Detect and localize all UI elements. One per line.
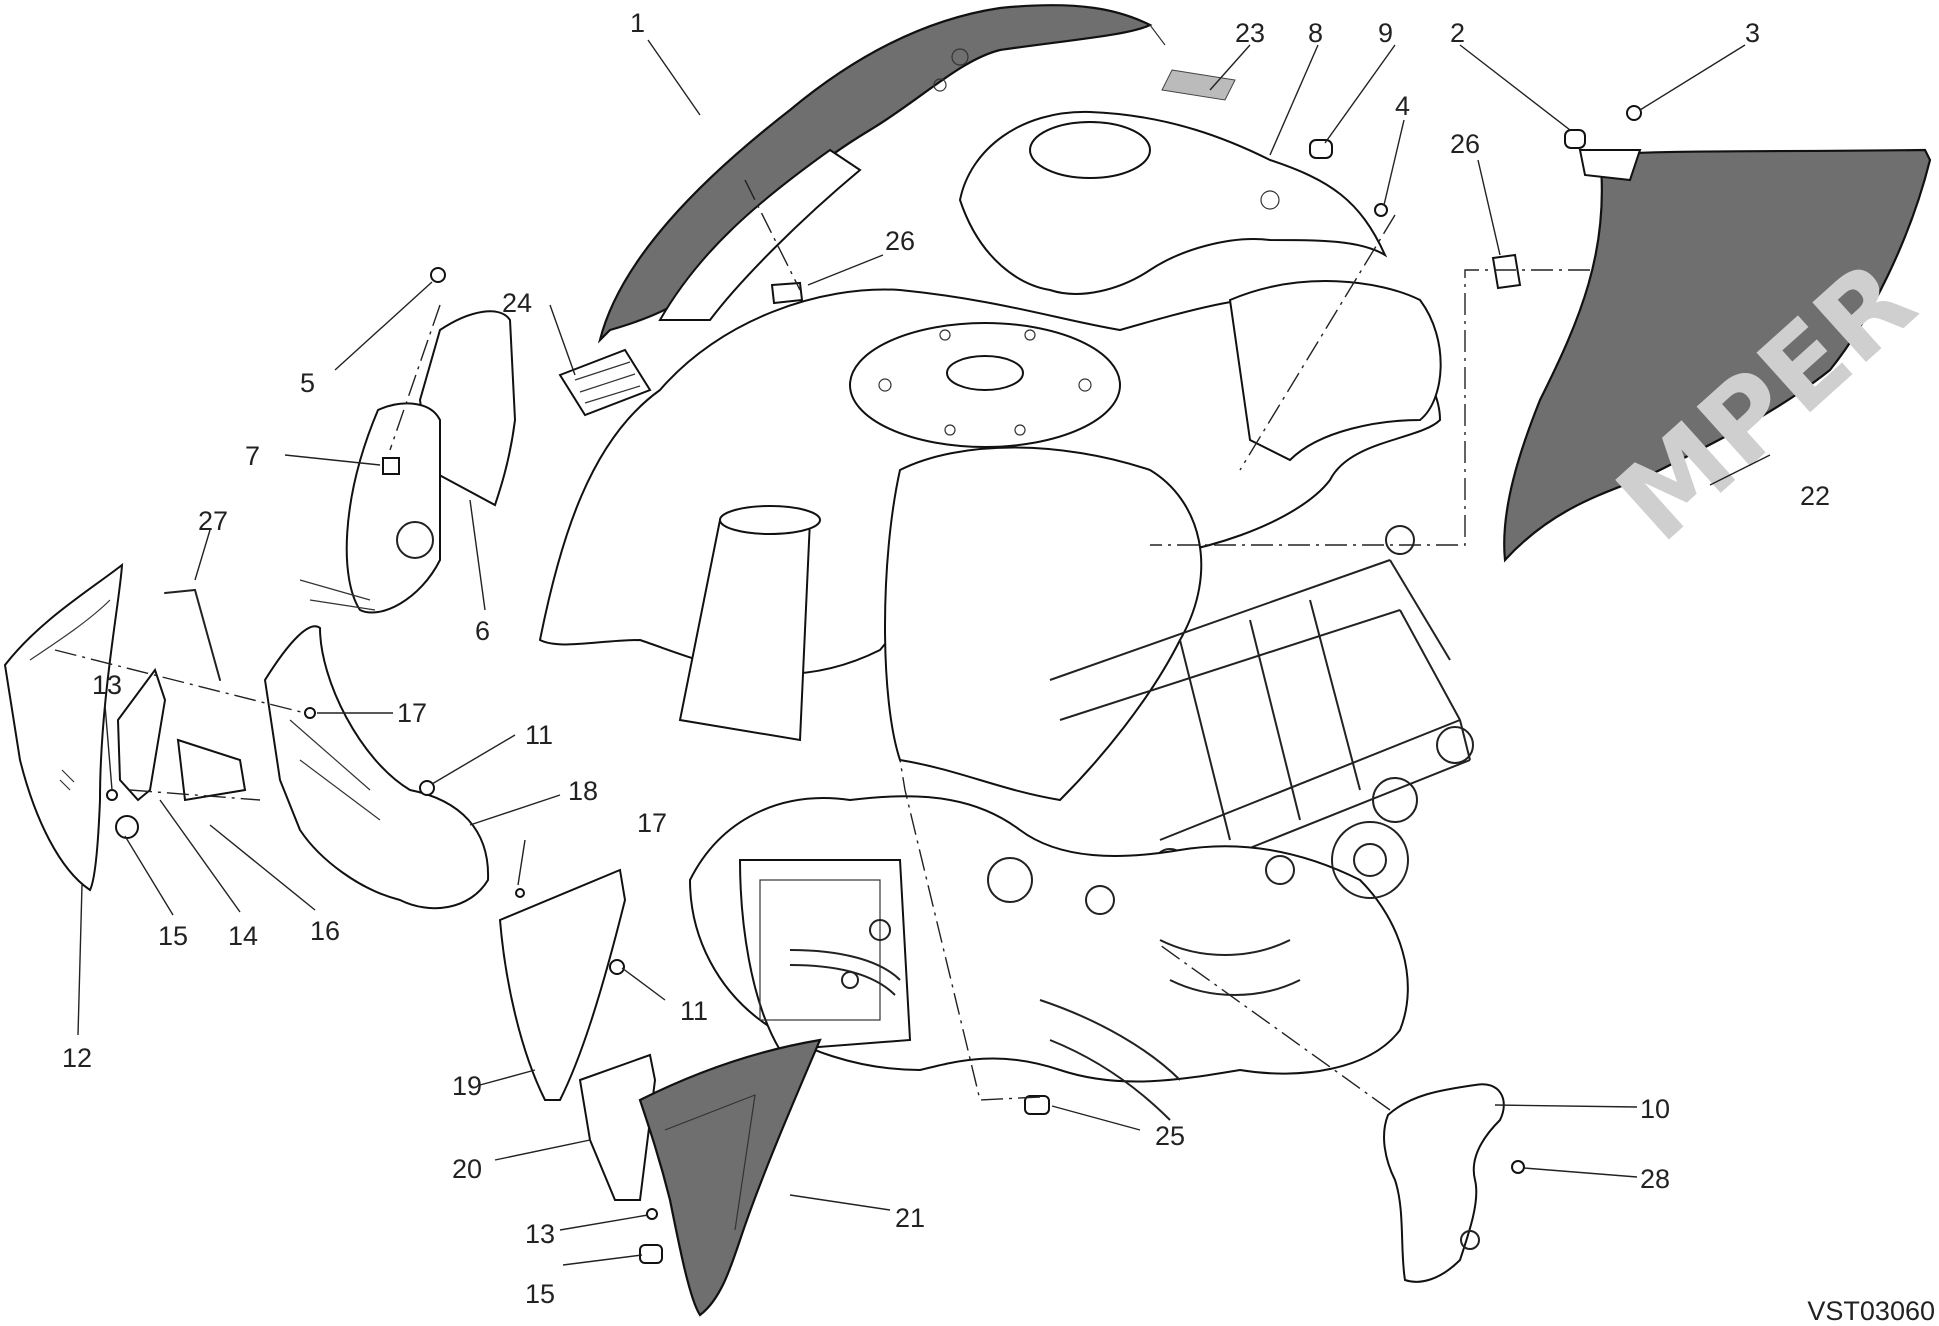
part-19-lower-bracket [498, 868, 627, 1101]
part-4-screw [1374, 203, 1388, 217]
engine-frame-assembly [538, 280, 1474, 1121]
part-17-screw-b [515, 888, 525, 898]
callout-27: 27 [198, 506, 228, 536]
callout-12: 12 [62, 1043, 92, 1073]
callout-9: 9 [1378, 18, 1393, 48]
part-17-screw-a [304, 707, 316, 719]
callout-8: 8 [1308, 18, 1323, 48]
part-26-pad-a [770, 281, 804, 305]
part-21-lower-cover [638, 1038, 822, 1317]
part-11-screw-a [419, 780, 435, 796]
part-3-screw [1626, 105, 1642, 121]
part-26-pad-b [1491, 253, 1522, 290]
part-5-screw [430, 267, 446, 283]
callout-22: 22 [1800, 481, 1830, 511]
callout-15b: 15 [525, 1279, 555, 1309]
callout-24: 24 [502, 288, 532, 318]
callout-15a: 15 [158, 921, 188, 951]
part-22-side-fairing: MPER [1503, 148, 1939, 566]
part-15-bushing-b [639, 1244, 663, 1264]
callout-5: 5 [300, 368, 315, 398]
leader-lines [77, 39, 1771, 1266]
part-13-screw-a [106, 789, 118, 801]
part-23-sticker [1161, 69, 1236, 101]
callout-23: 23 [1235, 18, 1265, 48]
reference-code: VST03060 [1807, 1296, 1935, 1326]
callout-13a: 13 [92, 670, 122, 700]
callout-3: 3 [1745, 18, 1760, 48]
callout-6: 6 [475, 616, 490, 646]
callout-17a: 17 [397, 698, 427, 728]
part-27-hose [164, 588, 221, 681]
part-9-grommet [1309, 139, 1333, 159]
part-1-tank-cover [597, 4, 1166, 344]
callout-21: 21 [895, 1203, 925, 1233]
callout-20: 20 [452, 1154, 482, 1184]
part-18-inner-panel [263, 625, 490, 910]
callout-4: 4 [1395, 91, 1410, 121]
callout-11b: 11 [680, 996, 708, 1026]
callout-18: 18 [568, 776, 598, 806]
callout-7: 7 [245, 441, 260, 471]
part-14-bracket [116, 667, 167, 802]
part-12-left-fairing [3, 562, 124, 892]
part-10-right-lower-cover [1383, 1083, 1505, 1283]
callout-11a: 11 [525, 720, 553, 750]
callout-2: 2 [1450, 18, 1465, 48]
callout-16: 16 [310, 916, 340, 946]
part-2-grommet [1564, 129, 1586, 149]
part-13-screw-b [646, 1208, 658, 1220]
callout-26a: 26 [885, 226, 915, 256]
part-25-bushing [1024, 1095, 1050, 1115]
part-6-air-scoop [299, 310, 517, 614]
callout-28: 28 [1640, 1164, 1670, 1194]
callout-10: 10 [1640, 1094, 1670, 1124]
callout-25: 25 [1155, 1121, 1185, 1151]
part-16-bracket [176, 738, 247, 802]
part-28-screw [1511, 1160, 1525, 1174]
fasteners [106, 105, 1642, 1264]
callout-labels: 1 2 3 4 5 6 7 8 9 10 11 11 12 13 13 14 1… [62, 8, 1830, 1309]
part-20-bracket [578, 1053, 657, 1201]
callout-17b: 17 [637, 808, 667, 838]
callout-14: 14 [228, 921, 258, 951]
part-7-clip [382, 457, 400, 475]
assembly-lines [54, 179, 1590, 1111]
callout-19: 19 [452, 1071, 482, 1101]
callout-26b: 26 [1450, 129, 1480, 159]
part-8-tank-top-cover [958, 110, 1388, 295]
callout-1: 1 [630, 8, 645, 38]
part-11-screw-b [609, 959, 625, 975]
callout-13b: 13 [525, 1219, 555, 1249]
part-24-label [558, 348, 652, 417]
part-15-bushing-a [115, 815, 139, 839]
